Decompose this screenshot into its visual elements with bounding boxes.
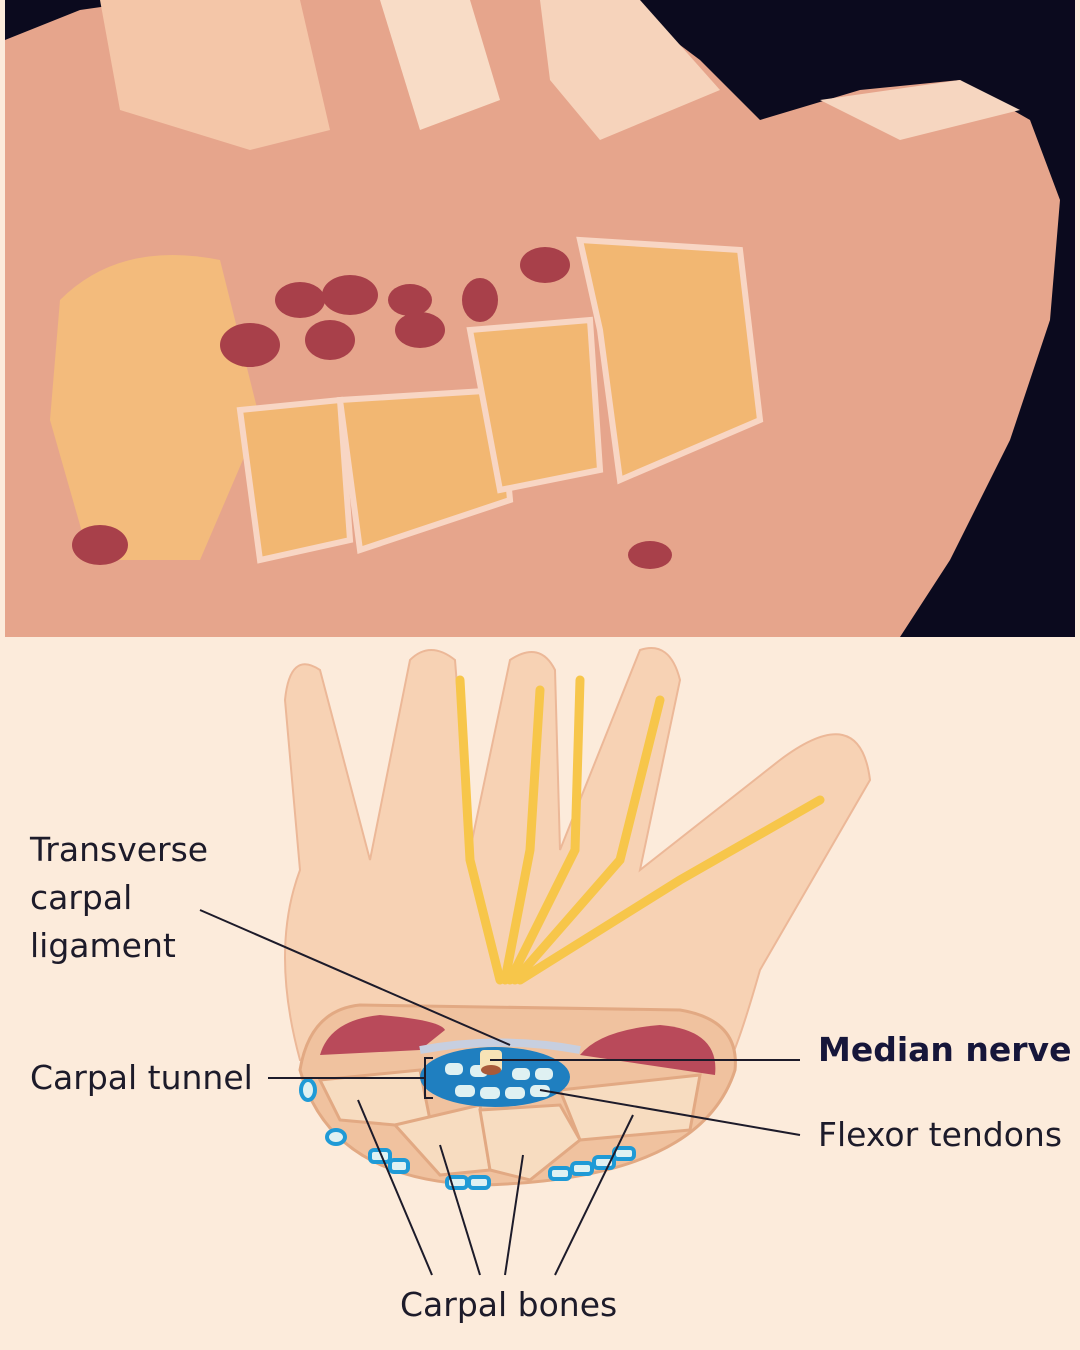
label-line: carpal bbox=[30, 878, 133, 917]
leader-lines bbox=[199, 909, 801, 1276]
label-line: ligament bbox=[30, 926, 176, 965]
transverse-carpal-ligament-label: Transverse carpal ligament bbox=[30, 826, 208, 970]
hand-diagram bbox=[283, 647, 872, 1190]
cross-section-photo bbox=[5, 0, 1075, 637]
carpal-tunnel-label: Carpal tunnel bbox=[30, 1058, 253, 1097]
carpal-bones-label: Carpal bones bbox=[400, 1285, 618, 1324]
label-line: Transverse bbox=[30, 830, 209, 869]
flexor-tendons-label: Flexor tendons bbox=[818, 1115, 1063, 1154]
median-nerve-label: Median nerve bbox=[818, 1030, 1072, 1069]
